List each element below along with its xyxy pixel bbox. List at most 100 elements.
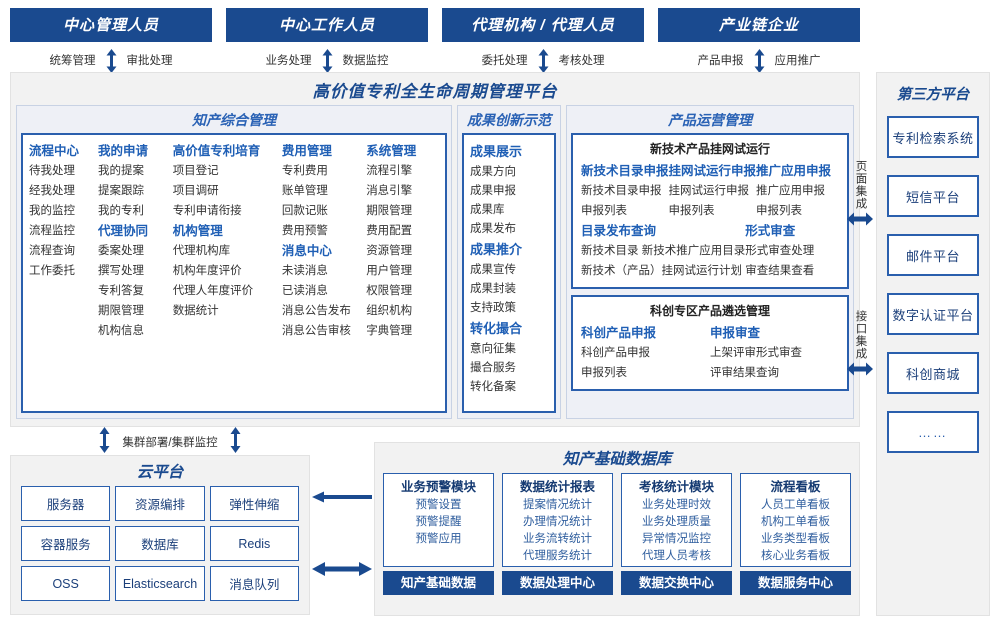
cloud-cell[interactable]: 弹性伸缩 — [209, 486, 299, 521]
menu-item[interactable]: 推广应用申报 — [756, 185, 826, 197]
menu-item[interactable]: 撮合服务 — [470, 362, 516, 374]
database-card-item[interactable]: 提案情况统计 — [523, 499, 592, 511]
menu-item[interactable]: 资源管理 — [366, 245, 413, 257]
cloud-cell[interactable]: Elasticsearch — [115, 566, 205, 601]
cloud-cell[interactable]: 服务器 — [21, 486, 111, 521]
menu-item[interactable]: 组织机构 — [366, 305, 413, 317]
database-card-item[interactable]: 业务流转统计 — [523, 533, 592, 545]
database-card-item[interactable]: 预警应用 — [415, 533, 462, 545]
menu-item[interactable]: 经我处理 — [29, 185, 75, 197]
database-card-item[interactable]: 业务类型看板 — [761, 533, 830, 545]
menu-item[interactable]: 新技术目录申报 — [581, 185, 662, 197]
menu-item[interactable]: 申报列表 — [756, 205, 803, 217]
third-party-item[interactable]: 数字认证平台 — [887, 293, 979, 335]
menu-item[interactable]: 期限管理 — [366, 205, 413, 217]
cloud-cell[interactable]: Redis — [209, 526, 299, 561]
menu-item[interactable]: 流程引擎 — [366, 165, 413, 177]
database-card-item[interactable]: 预警提醒 — [415, 516, 462, 528]
menu-item[interactable]: 流程查询 — [29, 245, 75, 257]
menu-item[interactable]: 代理机构库 — [172, 245, 231, 257]
menu-item[interactable]: 消息公告发布 — [281, 305, 351, 317]
third-party-item[interactable]: 邮件平台 — [887, 234, 979, 276]
database-card-item[interactable]: 预警设置 — [415, 499, 462, 511]
subbox-title: 科创专区产品遴选管理 — [649, 304, 770, 318]
menu-item[interactable]: 形式审查处理 — [745, 245, 815, 257]
menu-item[interactable]: 项目调研 — [172, 185, 219, 197]
menu-item[interactable]: 回款记账 — [281, 205, 328, 217]
menu-item[interactable]: 申报列表 — [581, 367, 627, 379]
menu-item[interactable]: 权限管理 — [366, 285, 413, 297]
cloud-cell[interactable]: 容器服务 — [21, 526, 111, 561]
third-party-item[interactable]: 专利检索系统 — [887, 116, 979, 158]
menu-item[interactable]: 机构年度评价 — [172, 265, 242, 277]
menu-item[interactable]: 成果宣传 — [470, 264, 516, 276]
menu-item[interactable]: 我的专利 — [97, 205, 144, 217]
menu-item[interactable]: 流程监控 — [29, 225, 75, 237]
menu-item[interactable]: 机构信息 — [97, 325, 144, 337]
database-footer-label[interactable]: 知产基础数据 — [383, 571, 494, 595]
menu-item[interactable]: 提案跟踪 — [97, 185, 144, 197]
menu-item[interactable]: 成果申报 — [470, 185, 516, 197]
menu-item[interactable]: 消息引擎 — [366, 185, 413, 197]
menu-column: 系统管理流程引擎消息引擎期限管理费用配置资源管理用户管理权限管理组织机构字典管理 — [366, 141, 439, 405]
menu-item[interactable]: 新技术（产品）挂网试运行计划 — [581, 265, 742, 277]
menu-item[interactable]: 专利申请衔接 — [172, 205, 242, 217]
third-party-item[interactable]: 短信平台 — [887, 175, 979, 217]
database-card-item[interactable]: 代理人员考核 — [642, 550, 711, 562]
menu-item[interactable]: 申报列表 — [668, 205, 715, 217]
database-card-item[interactable]: 核心业务看板 — [761, 550, 830, 562]
menu-group-head: 推广应用申报 — [756, 164, 832, 178]
menu-item[interactable]: 用户管理 — [366, 265, 413, 277]
menu-item[interactable]: 支持政策 — [470, 302, 516, 314]
menu-item[interactable]: 项目登记 — [172, 165, 219, 177]
cloud-cell[interactable]: 数据库 — [115, 526, 205, 561]
database-card-item[interactable]: 办理情况统计 — [523, 516, 592, 528]
menu-item[interactable]: 科创产品申报 — [581, 347, 650, 359]
menu-item[interactable]: 工作委托 — [29, 265, 75, 277]
menu-item[interactable]: 代理人年度评价 — [172, 285, 254, 297]
menu-item[interactable]: 专利费用 — [281, 165, 328, 177]
third-party-item[interactable]: …… — [887, 411, 979, 453]
menu-item[interactable]: 成果发布 — [470, 223, 516, 235]
database-card-item[interactable]: 业务处理时效 — [642, 499, 711, 511]
database-card-item[interactable]: 异常情况监控 — [642, 533, 711, 545]
menu-item[interactable]: 成果封装 — [470, 283, 516, 295]
menu-item[interactable]: 申报列表 — [581, 205, 627, 217]
database-footer-label[interactable]: 数据处理中心 — [502, 571, 613, 595]
menu-item[interactable]: 字典管理 — [366, 325, 413, 337]
menu-item[interactable]: 意向征集 — [470, 343, 516, 355]
menu-item[interactable]: 我的提案 — [97, 165, 144, 177]
database-card-item[interactable]: 人员工单看板 — [761, 499, 830, 511]
menu-item[interactable]: 账单管理 — [281, 185, 328, 197]
menu-item[interactable]: 待我处理 — [29, 165, 75, 177]
cloud-cell[interactable]: OSS — [21, 566, 111, 601]
menu-item[interactable]: 评审结果查询 — [710, 367, 779, 379]
database-card-head: 业务预警模块 — [400, 480, 476, 494]
menu-item[interactable]: 转化备案 — [470, 381, 516, 393]
database-card-item[interactable]: 业务处理质量 — [642, 516, 711, 528]
cloud-cell[interactable]: 消息队列 — [209, 566, 299, 601]
database-card-item[interactable]: 机构工单看板 — [761, 516, 830, 528]
menu-item[interactable]: 费用预警 — [281, 225, 328, 237]
menu-item[interactable]: 挂网试运行申报 — [668, 185, 750, 197]
menu-item[interactable]: 数据统计 — [172, 305, 219, 317]
menu-item[interactable]: 我的监控 — [29, 205, 75, 217]
database-footer-label[interactable]: 数据交换中心 — [621, 571, 732, 595]
database-card-item[interactable]: 代理服务统计 — [523, 550, 592, 562]
menu-item[interactable]: 撰写处理 — [97, 265, 144, 277]
menu-item[interactable]: 新技术目录 新技术推广应用目录 — [581, 245, 746, 257]
menu-item[interactable]: 委案处理 — [97, 245, 144, 257]
menu-item[interactable]: 专利答复 — [97, 285, 144, 297]
database-footer-label[interactable]: 数据服务中心 — [740, 571, 851, 595]
menu-item[interactable]: 费用配置 — [366, 225, 413, 237]
menu-item[interactable]: 消息公告审核 — [281, 325, 351, 337]
menu-item[interactable]: 已读消息 — [281, 285, 328, 297]
menu-item[interactable]: 期限管理 — [97, 305, 144, 317]
cloud-cell[interactable]: 资源编排 — [115, 486, 205, 521]
menu-item[interactable]: 成果方向 — [470, 166, 516, 178]
menu-item[interactable]: 成果库 — [470, 204, 505, 216]
menu-item[interactable]: 审查结果查看 — [745, 265, 815, 277]
menu-item[interactable]: 未读消息 — [281, 265, 328, 277]
third-party-item[interactable]: 科创商城 — [887, 352, 979, 394]
menu-item[interactable]: 上架评审形式审查 — [710, 347, 802, 359]
